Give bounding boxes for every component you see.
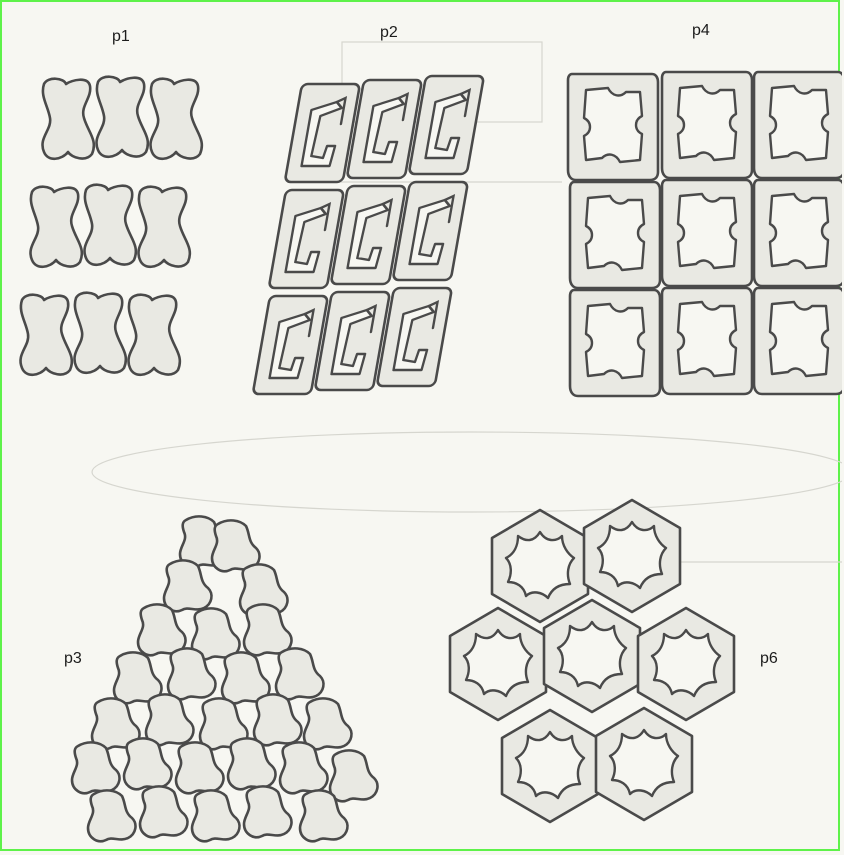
p1-tiling-pattern [20, 77, 201, 375]
p4-tile [570, 290, 660, 396]
p6-rosette [492, 510, 588, 622]
p4-tile [754, 180, 842, 286]
p1-tile [20, 295, 71, 375]
p4-tile [754, 72, 842, 178]
p1-tile [42, 79, 93, 159]
p1-tile [74, 293, 125, 373]
p3-tile [72, 742, 119, 793]
p3-tile [330, 750, 377, 801]
p3-tile [254, 694, 301, 745]
p1-tile [150, 79, 201, 159]
p3-tile [276, 648, 323, 699]
p3-tile [304, 698, 351, 749]
label-p3: p3 [64, 650, 82, 668]
p6-rosette [638, 608, 734, 720]
label-p2: p2 [380, 24, 398, 42]
p4-tile [570, 182, 660, 288]
label-p6: p6 [760, 650, 778, 668]
p4-tiling-pattern [568, 72, 842, 396]
p4-tile [662, 288, 752, 394]
p3-tile [146, 694, 193, 745]
label-p1: p1 [112, 28, 130, 46]
p6-rosette [450, 608, 546, 720]
p1-tile [128, 295, 179, 375]
p3-tile [164, 560, 211, 611]
p3-tiling-pattern [72, 516, 377, 841]
p1-tile [30, 187, 81, 267]
p3-tile [88, 790, 135, 841]
p6-rosette [502, 710, 598, 822]
p3-tile [192, 790, 239, 841]
p6-rosette [544, 600, 640, 712]
p6-rosette [596, 708, 692, 820]
p3-tile [244, 786, 291, 837]
p3-tile [212, 520, 259, 571]
p3-tile [244, 604, 291, 655]
p4-tile [754, 288, 842, 394]
p6-rosette [584, 500, 680, 612]
label-p4: p4 [692, 22, 710, 40]
p6-tiling-pattern [450, 500, 734, 822]
p4-tile [662, 180, 752, 286]
p2-tiling-pattern [253, 76, 484, 394]
p3-tile [124, 738, 171, 789]
p1-tile [138, 187, 189, 267]
p4-tile [662, 72, 752, 178]
p1-tile [84, 185, 135, 265]
p4-tile [568, 74, 658, 180]
p3-tile [140, 786, 187, 837]
p1-tile [96, 77, 147, 157]
